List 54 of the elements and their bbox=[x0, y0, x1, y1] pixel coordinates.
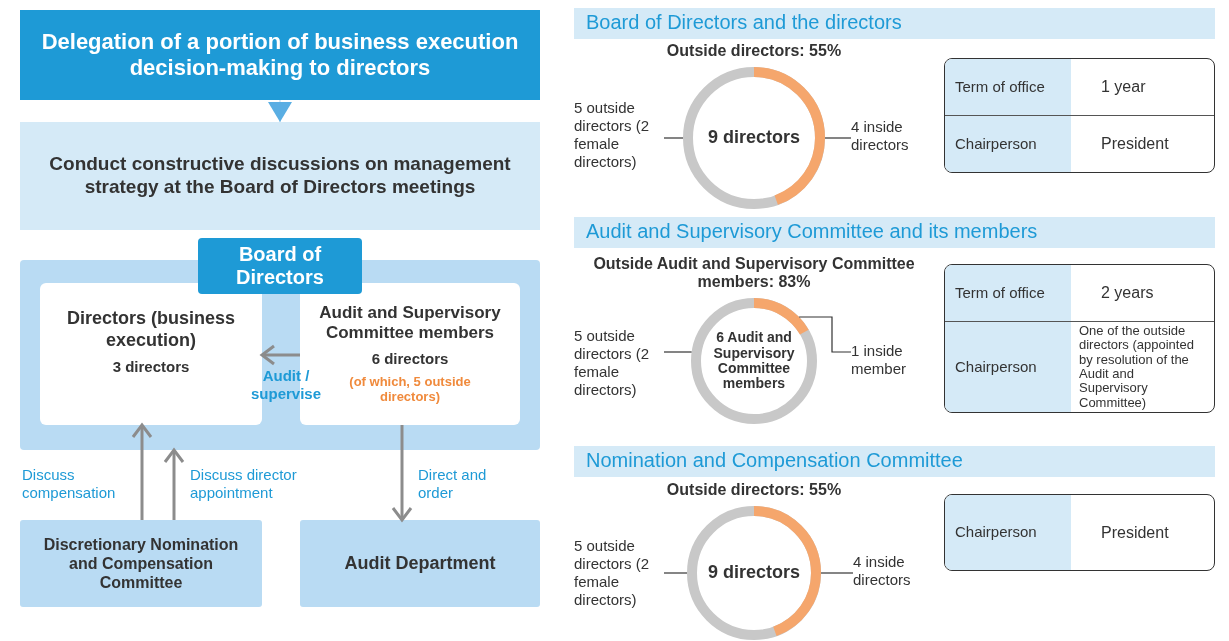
annotation-text: 5 outside directors (2 female directors) bbox=[574, 327, 664, 399]
donut-center-label: 9 directors bbox=[707, 128, 800, 148]
member-count: 6 directors bbox=[371, 349, 449, 368]
role-title: Audit and Supervisory Committee members bbox=[318, 303, 502, 344]
arrow bbox=[260, 344, 300, 366]
leader-line bbox=[820, 572, 854, 574]
table-cell-text: President bbox=[1100, 522, 1170, 543]
table-header-cell: Term of office bbox=[945, 265, 1071, 321]
arrow bbox=[131, 423, 153, 520]
section-header-band: Audit and Supervisory Committee and its members bbox=[574, 217, 1215, 248]
edge-label: Discuss director appointment bbox=[190, 466, 298, 502]
group-title-tab: Board of Directors bbox=[198, 238, 362, 294]
header-text: Delegation of a portion of business execution decision-making to directors bbox=[40, 28, 520, 82]
summary-text: Conduct constructive discussions on management strategy at the Board of Directors meetings bbox=[48, 153, 512, 199]
committee-box bbox=[20, 520, 262, 607]
chart-title: Outside directors: 55% bbox=[665, 481, 843, 499]
leader-line bbox=[663, 572, 688, 574]
arrow bbox=[391, 425, 413, 522]
section-header-band: Nomination and Compensation Committee bbox=[574, 446, 1215, 477]
table-header-cell: Chairperson bbox=[945, 116, 1071, 172]
committee-name: Discretionary Nomination and Compensation Committee bbox=[42, 534, 240, 593]
leader-line bbox=[663, 137, 684, 139]
leader-line bbox=[798, 316, 852, 353]
annotation-text: 4 inside directors bbox=[853, 553, 943, 589]
table-header-cell: Term of office bbox=[945, 59, 1071, 115]
edge-label: Discuss compensation bbox=[22, 466, 117, 502]
section-header-band: Board of Directors and the directors bbox=[574, 8, 1215, 39]
table-cell-text: One of the outside directors (appointed by resolution of the Audit and Supervisory Committee) bbox=[1078, 322, 1195, 412]
arrow bbox=[268, 99, 292, 123]
table-cell-text: 2 years bbox=[1100, 283, 1155, 304]
arrow bbox=[163, 448, 185, 520]
note-text: (of which, 5 outside directors) bbox=[348, 373, 472, 405]
summary-box bbox=[20, 122, 540, 230]
member-count: 3 directors bbox=[112, 357, 190, 376]
table-cell-text: 1 year bbox=[1100, 77, 1147, 98]
donut-center-label: 6 Audit and Supervisory Committee members bbox=[712, 330, 796, 392]
leader-line bbox=[663, 351, 693, 353]
header-box bbox=[20, 10, 540, 100]
annotation-text: 5 outside directors (2 female directors) bbox=[574, 537, 664, 609]
chart-title: Outside directors: 55% bbox=[665, 42, 843, 60]
edge-label: Audit / supervise bbox=[250, 367, 322, 403]
table-header-cell: Chairperson bbox=[945, 322, 1071, 412]
annotation-text: 4 inside directors bbox=[851, 118, 941, 154]
annotation-text: 5 outside directors (2 female directors) bbox=[574, 99, 664, 171]
table-header-cell: Chairperson bbox=[945, 495, 1071, 570]
edge-label: Direct and order bbox=[418, 466, 488, 502]
table-cell-text: President bbox=[1100, 134, 1170, 155]
department-name: Audit Department bbox=[344, 552, 496, 575]
leader-line bbox=[824, 137, 852, 139]
department-box bbox=[300, 520, 540, 607]
annotation-text: 1 inside member bbox=[851, 342, 941, 378]
role-title: Directors (business execution) bbox=[65, 308, 237, 352]
chart-title: Outside Audit and Supervisory Committee members: 83% bbox=[592, 255, 916, 291]
donut-center-label: 9 directors bbox=[707, 563, 800, 583]
